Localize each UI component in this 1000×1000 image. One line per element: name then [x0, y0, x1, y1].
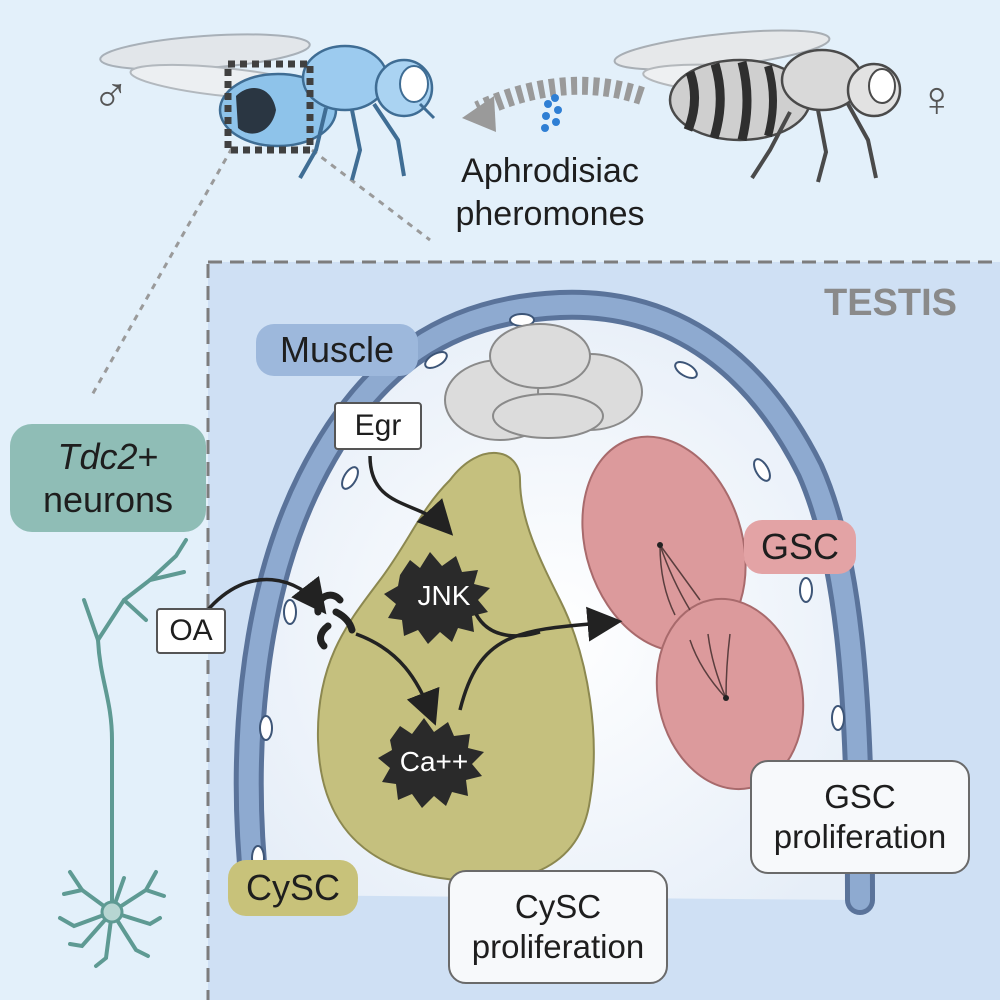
- cysc-label: CySC: [228, 860, 358, 916]
- muscle-sheath-inner: [238, 294, 870, 910]
- neuron-soma: [100, 900, 124, 924]
- hub-cells: [444, 323, 643, 441]
- cysc-proliferation-line1: CySC: [514, 888, 602, 926]
- oa-label: OA: [156, 608, 226, 654]
- arrow-jnk-line: [474, 613, 541, 638]
- neuron-label: Tdc2+ neurons: [10, 424, 206, 532]
- jnk-label: JNK: [417, 580, 471, 611]
- female-fly-icon: [613, 29, 902, 183]
- cysc-proliferation-box: CySC proliferation: [448, 870, 668, 984]
- ca-label: Ca++: [399, 746, 469, 777]
- gsc-proliferation-line1: GSC: [824, 778, 896, 816]
- neuron-icon: [58, 538, 188, 968]
- egr-label: Egr: [334, 402, 422, 450]
- male-fly-icon: [99, 33, 436, 181]
- arrow-to-gsc: [458, 606, 623, 711]
- pheromone-dots: [541, 94, 562, 132]
- muscle-label: Muscle: [256, 324, 418, 376]
- pheromone-label-line2: pheromones: [455, 194, 645, 233]
- neuron-gene-name: Tdc2: [57, 435, 138, 477]
- gsc-proliferation-box: GSC proliferation: [750, 760, 970, 874]
- gsc-cells: [581, 435, 805, 791]
- pheromone-arrow: [474, 76, 645, 119]
- neuron-gene-plus: +: [137, 435, 159, 477]
- leader-line-right: [311, 148, 431, 242]
- gsc-proliferation-line2: proliferation: [773, 818, 947, 855]
- arrow-egr-to-jnk: [368, 455, 454, 536]
- male-symbol: ♂: [92, 67, 130, 123]
- neuron-label-line2: neurons: [42, 479, 174, 520]
- neuron-label-line1: Tdc2+: [57, 435, 158, 478]
- arrow-receptor-to-ca: [355, 632, 440, 726]
- pheromone-label-line1: Aphrodisiac: [461, 152, 639, 190]
- pheromone-arrowhead: [462, 96, 496, 132]
- arrow-oa-to-receptor: [204, 575, 327, 615]
- cysc-proliferation-line2: proliferation: [471, 928, 645, 965]
- testis-title: TESTIS: [824, 282, 958, 324]
- female-symbol: ♀: [918, 71, 956, 127]
- pheromone-label: Aphrodisiac pheromones: [420, 150, 680, 235]
- gsc-label: GSC: [744, 520, 856, 574]
- ca-star: [378, 718, 484, 808]
- jnk-star: [384, 552, 490, 644]
